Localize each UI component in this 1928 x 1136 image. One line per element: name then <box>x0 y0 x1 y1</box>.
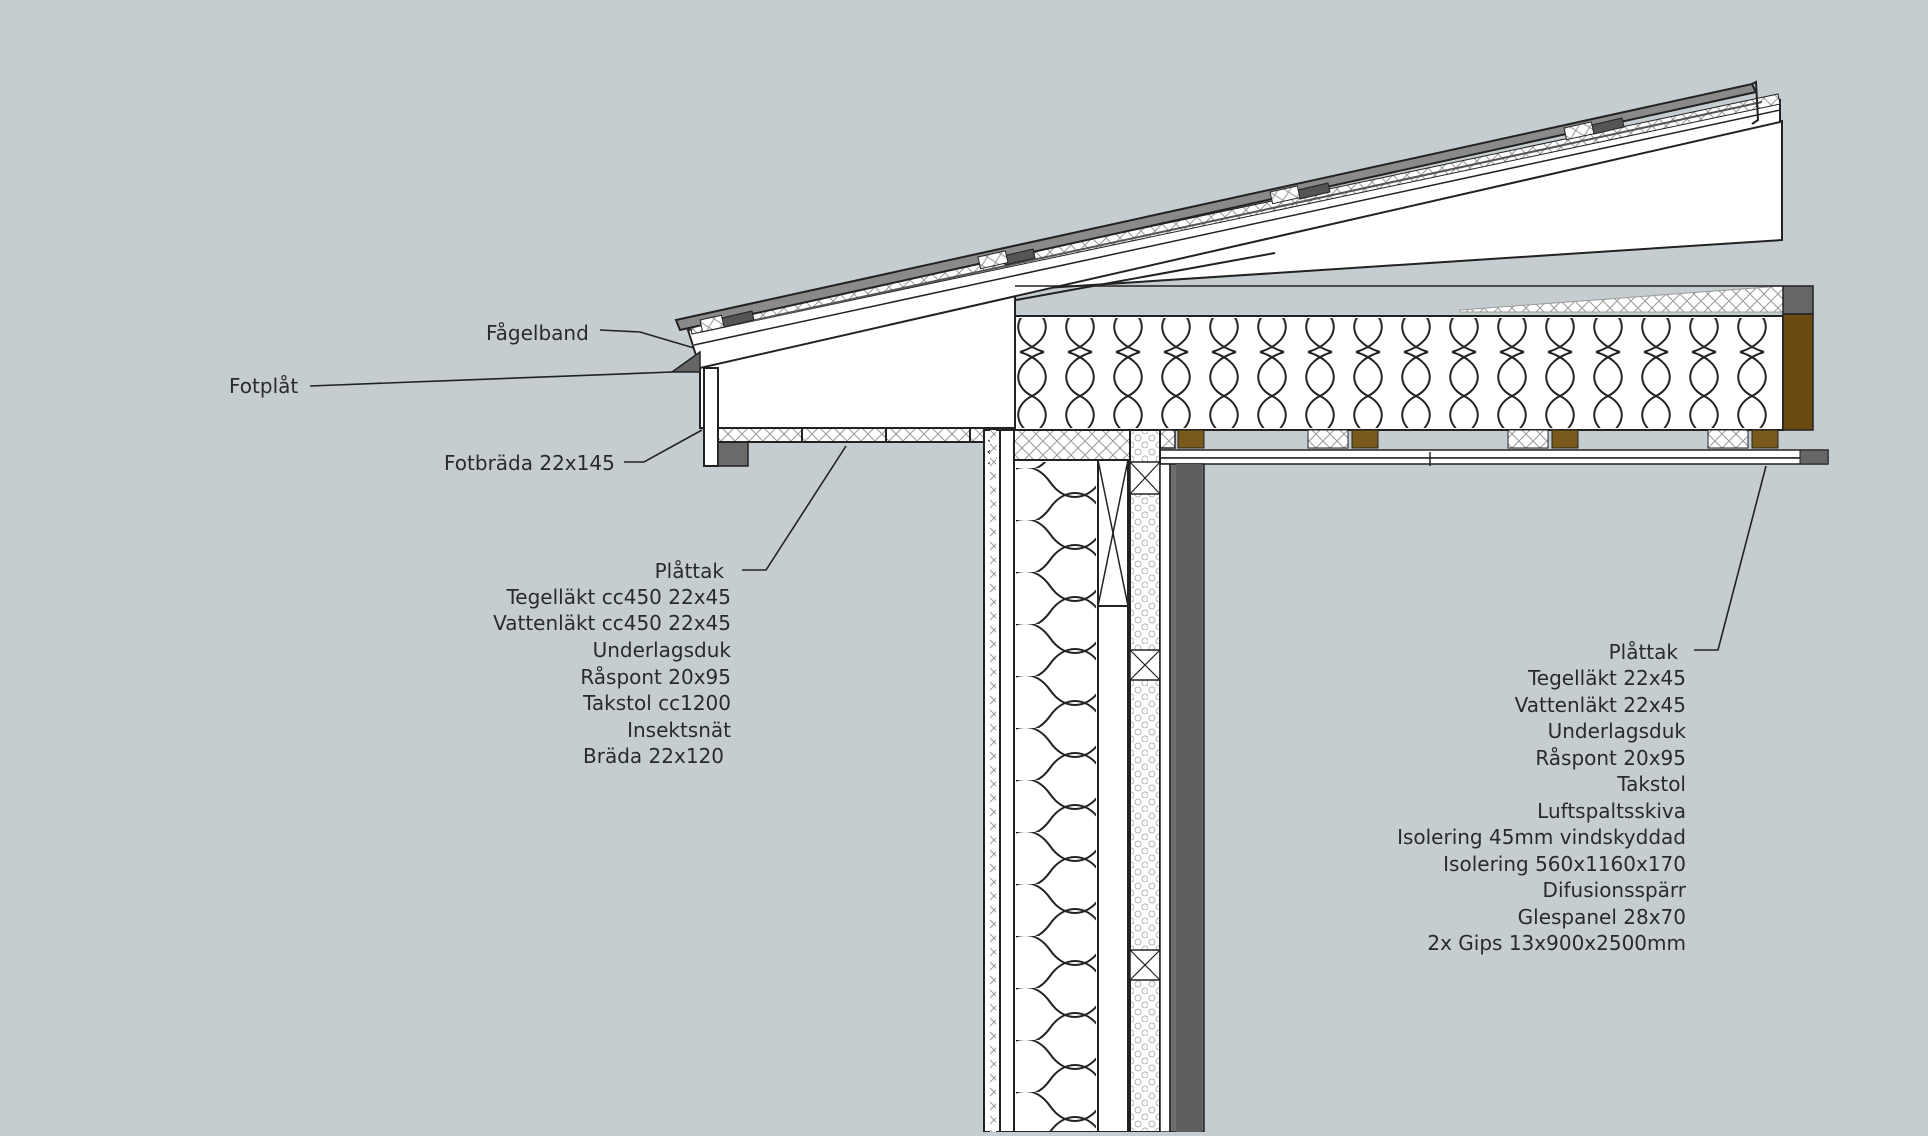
roof-stack-line: Difusionsspärr <box>1543 878 1687 902</box>
eave-stack-line: Takstol cc1200 <box>582 691 731 715</box>
eave-stack-line: Underlagsduk <box>593 638 732 662</box>
wall-section <box>983 429 1205 1133</box>
eave-stack-line: Insektsnät <box>627 718 731 742</box>
label-fagelband: Fågelband <box>486 321 589 345</box>
eave-stack-line: Tegelläkt cc450 22x45 <box>505 585 731 609</box>
roof-stack-line: Isolering 560x1160x170 <box>1443 852 1686 876</box>
eave-stack-line: Bräda 22x120 <box>583 744 724 768</box>
roof-stack-line: Isolering 45mm vindskyddad <box>1397 825 1686 849</box>
roof-stack-line: 2x Gips 13x900x2500mm <box>1427 931 1686 955</box>
roof-slope <box>669 80 1783 429</box>
roof-stack-line: Råspont 20x95 <box>1535 746 1686 770</box>
roof-stack-line: Luftspaltsskiva <box>1537 799 1686 823</box>
fascia-board <box>703 367 749 467</box>
label-fotbrada: Fotbräda 22x145 <box>444 451 615 475</box>
ceiling-insulation <box>1014 285 1814 431</box>
eave-stack-line: Vattenläkt cc450 22x45 <box>493 611 731 635</box>
roof-stack-labels: Plåttak Tegelläkt 22x45 Vattenläkt 22x45… <box>1397 640 1687 955</box>
roof-stack-line: Vattenläkt 22x45 <box>1515 693 1686 717</box>
roof-stack-line: Underlagsduk <box>1548 719 1687 743</box>
labels: Fågelband Fotplåt Fotbräda 22x145 <box>229 321 615 475</box>
label-fotplat: Fotplåt <box>229 374 298 398</box>
eave-stack-line: Råspont 20x95 <box>580 665 731 689</box>
roof-stack-line: Glespanel 28x70 <box>1518 905 1686 929</box>
leader-lines <box>309 329 1767 651</box>
roof-stack-line: Plåttak <box>1609 640 1679 664</box>
soffit-board <box>717 427 1021 443</box>
roof-stack-line: Takstol <box>1616 772 1686 796</box>
eave-stack-labels: Plåttak Tegelläkt cc450 22x45 Vattenläkt… <box>493 559 731 768</box>
eave-stack-line: Plåttak <box>655 559 725 583</box>
roof-stack-line: Tegelläkt 22x45 <box>1527 666 1686 690</box>
